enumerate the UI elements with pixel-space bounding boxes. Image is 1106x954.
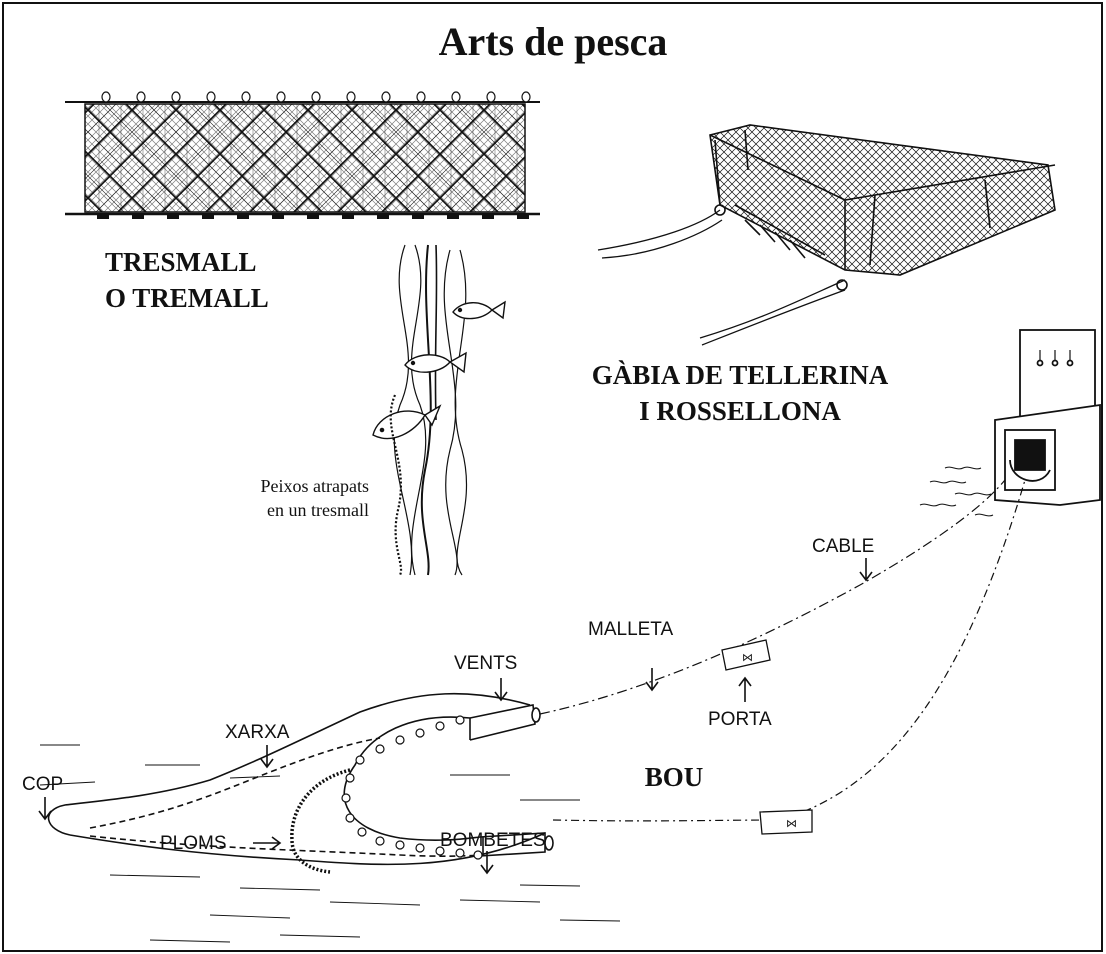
callout-arrows xyxy=(38,558,873,875)
gabia-cage-drawing xyxy=(597,124,1056,346)
float-row xyxy=(101,91,531,103)
label-cable: CABLE xyxy=(812,536,874,557)
label-ploms: PLOMS xyxy=(160,833,227,854)
fish-2 xyxy=(404,351,467,374)
label-cop: COP xyxy=(22,774,63,795)
trawl-door-lower: ⋈ xyxy=(759,809,813,835)
bombetes-floats xyxy=(341,715,483,860)
label-xarxa: XARXA xyxy=(225,722,290,743)
fish-3 xyxy=(372,404,442,440)
svg-text:⋈: ⋈ xyxy=(786,818,797,830)
tresmall-label-line2: O TREMALL xyxy=(105,283,269,313)
label-porta: PORTA xyxy=(708,709,772,730)
svg-text:⋈: ⋈ xyxy=(742,652,753,664)
water-waves-right xyxy=(919,466,994,517)
caption-line1: Peixos atrapats xyxy=(261,476,369,496)
gabia-label-line1: GÀBIA DE TELLERINA xyxy=(592,360,889,390)
water-lines-bottom xyxy=(39,744,621,943)
page-title: Arts de pesca xyxy=(439,19,668,64)
fish-1 xyxy=(452,300,506,320)
caption-line2: en un tresmall xyxy=(267,500,369,520)
trawl-net-drawing xyxy=(47,692,554,874)
label-vents: VENTS xyxy=(454,653,517,674)
label-bou: BOU xyxy=(645,762,704,792)
trapped-fish-drawing xyxy=(372,244,506,576)
tresmall-label-line1: TRESMALL xyxy=(105,247,257,277)
gabia-label-line2: I ROSSELLONA xyxy=(639,396,841,426)
label-malleta: MALLETA xyxy=(588,619,674,640)
label-bombetes: BOMBETES xyxy=(440,830,546,851)
lead-row xyxy=(97,215,529,219)
trawler-boat-drawing xyxy=(994,329,1101,506)
tresmall-net-drawing xyxy=(65,91,540,219)
trawl-door-upper: ⋈ xyxy=(721,639,771,671)
